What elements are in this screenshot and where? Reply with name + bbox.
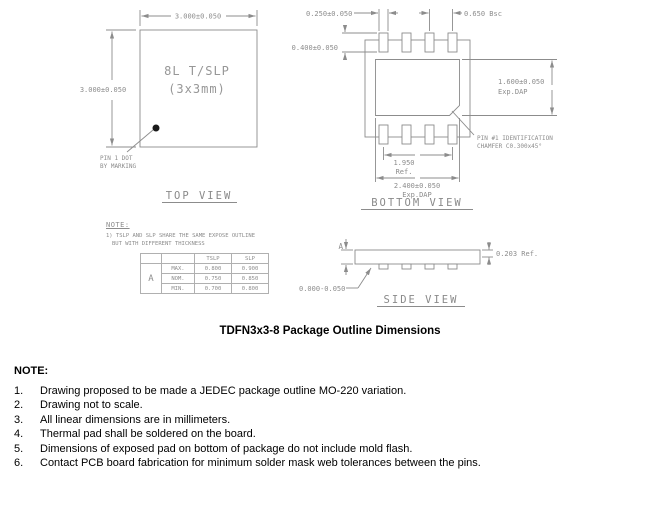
table-header-slp: SLP — [231, 253, 269, 264]
note-item-4: 4. Thermal pad shall be soldered on the … — [14, 429, 638, 441]
bottom-view-label: BOTTOM VIEW — [371, 197, 463, 209]
chamfer-note-line1: PIN #1 IDENTIFICATION — [477, 135, 553, 142]
table-row-label-a: A — [140, 263, 162, 294]
table-cell-max-tslp: 0.800 — [194, 263, 232, 274]
table-cell-min: MIN. — [161, 283, 195, 294]
note-item-3: 3. All linear dimensions are in millimet… — [14, 413, 638, 427]
table-cell-max: MAX. — [161, 263, 195, 274]
bottom-view-drawing — [342, 9, 557, 210]
standoff-dim: 0.000-0.050 — [299, 285, 345, 293]
chip-marking-line2: (3x3mm) — [168, 82, 226, 96]
table-corner-cell — [140, 253, 162, 264]
note-number: 6. — [14, 457, 24, 470]
chamfer-note-line2: CHAMFER C0.300x45° — [477, 143, 542, 150]
table-header-tslp: TSLP — [194, 253, 232, 264]
pin1-dot — [152, 124, 160, 132]
pad-width-dim: 0.250±0.050 — [306, 10, 352, 18]
note-number: 1. — [14, 385, 24, 397]
drawing-note-block: NOTE: 1) TSLP AND SLP SHARE THE SAME EXP… — [106, 221, 269, 294]
table-cell-nom: NOM. — [161, 273, 195, 284]
drawing-canvas: 3.000±0.050 3.000±0.050 8L T/SLP (3x3mm)… — [80, 9, 557, 307]
top-view-drawing — [106, 10, 258, 203]
dap-height-dim: 1.600±0.050 — [498, 78, 544, 86]
span-dim: 1.950 — [393, 159, 414, 167]
note-number: 4. — [14, 428, 24, 441]
note-number: 3. — [14, 413, 24, 426]
note-number: 2. — [14, 399, 24, 412]
top-view-label: TOP VIEW — [166, 190, 233, 202]
side-view-leads — [378, 263, 458, 270]
drawing-title: TDFN3x3-8 Package Outline Dimensions — [219, 325, 441, 337]
bottom-view-pads — [378, 32, 458, 145]
table-cell-max-slp: 0.900 — [231, 263, 269, 274]
table-cell-nom-slp: 0.850 — [231, 273, 269, 284]
thickness-table: TSLP SLP A MAX. 0.800 0.900 NOM. 0.750 0… — [140, 253, 269, 294]
pad-pitch-dim: 0.650 Bsc — [464, 10, 502, 18]
table-cell-min-tslp: 0.700 — [194, 283, 232, 294]
notes-heading: NOTE: — [14, 365, 49, 377]
notes-section: NOTE: 1. Drawing proposed to be made a J… — [14, 365, 638, 473]
dap-width-dim-sub: Exp.DAP — [402, 191, 432, 199]
note-item-2: 2. Drawing not to scale. — [14, 400, 638, 412]
pin1-note-line2: BY MARKING — [100, 163, 137, 170]
chip-marking-line1: 8L T/SLP — [164, 64, 230, 78]
note-text: Drawing not to scale. — [40, 399, 143, 412]
top-view-package-outline — [139, 29, 258, 148]
note-text: Thermal pad shall be soldered on the boa… — [40, 428, 256, 441]
side-view-body-outline — [354, 249, 481, 265]
dap-width-dim: 2.400±0.050 — [394, 182, 440, 190]
table-corner-cell — [161, 253, 195, 264]
table-cell-min-slp: 0.800 — [231, 283, 269, 294]
note-number: 5. — [14, 442, 24, 455]
thickness-table-header-row: TSLP SLP — [140, 253, 269, 264]
top-height-dim: 3.000±0.050 — [80, 86, 126, 94]
side-view-drawing — [341, 239, 493, 307]
table-row: A MAX. 0.800 0.900 — [140, 263, 269, 294]
note-text: Drawing proposed to be made a JEDEC pack… — [40, 385, 407, 397]
side-view-label: SIDE VIEW — [384, 294, 459, 306]
thickness-ref-letter: A — [338, 242, 343, 251]
table-row: MIN. 0.700 0.800 — [141, 283, 269, 294]
note-item-1: 1. Drawing proposed to be made a JEDEC p… — [14, 385, 638, 398]
note-text: All linear dimensions are in millimeters… — [40, 413, 231, 426]
pin1-note-line1: PIN 1 DOT — [100, 155, 133, 162]
span-dim-sub: Ref. — [396, 168, 413, 176]
note-item-5: 5. Dimensions of exposed pad on bottom o… — [14, 442, 638, 456]
dap-height-dim-sub: Exp.DAP — [498, 88, 528, 96]
bottom-view-package-outline — [364, 39, 471, 138]
lead-thickness-dim: 0.203 Ref. — [496, 250, 538, 258]
drawing-note-line1: 1) TSLP AND SLP SHARE THE SAME EXPOSE OU… — [106, 233, 256, 239]
top-width-dim: 3.000±0.050 — [175, 13, 221, 21]
note-item-6: 6. Contact PCB board fabrication for min… — [14, 458, 638, 470]
note-text: Contact PCB board fabrication for minimu… — [40, 457, 481, 470]
drawing-texts: 3.000±0.050 3.000±0.050 8L T/SLP (3x3mm)… — [80, 10, 553, 306]
exposed-dap-outline — [375, 59, 460, 116]
pad-length-dim: 0.400±0.050 — [292, 44, 338, 52]
drawing-note-heading: NOTE: — [106, 221, 130, 229]
table-cell-nom-tslp: 0.750 — [194, 273, 232, 284]
note-text: Dimensions of exposed pad on bottom of p… — [40, 442, 413, 455]
drawing-note-line2: BUT WITH DIFFERENT THICKNESS — [112, 241, 205, 247]
